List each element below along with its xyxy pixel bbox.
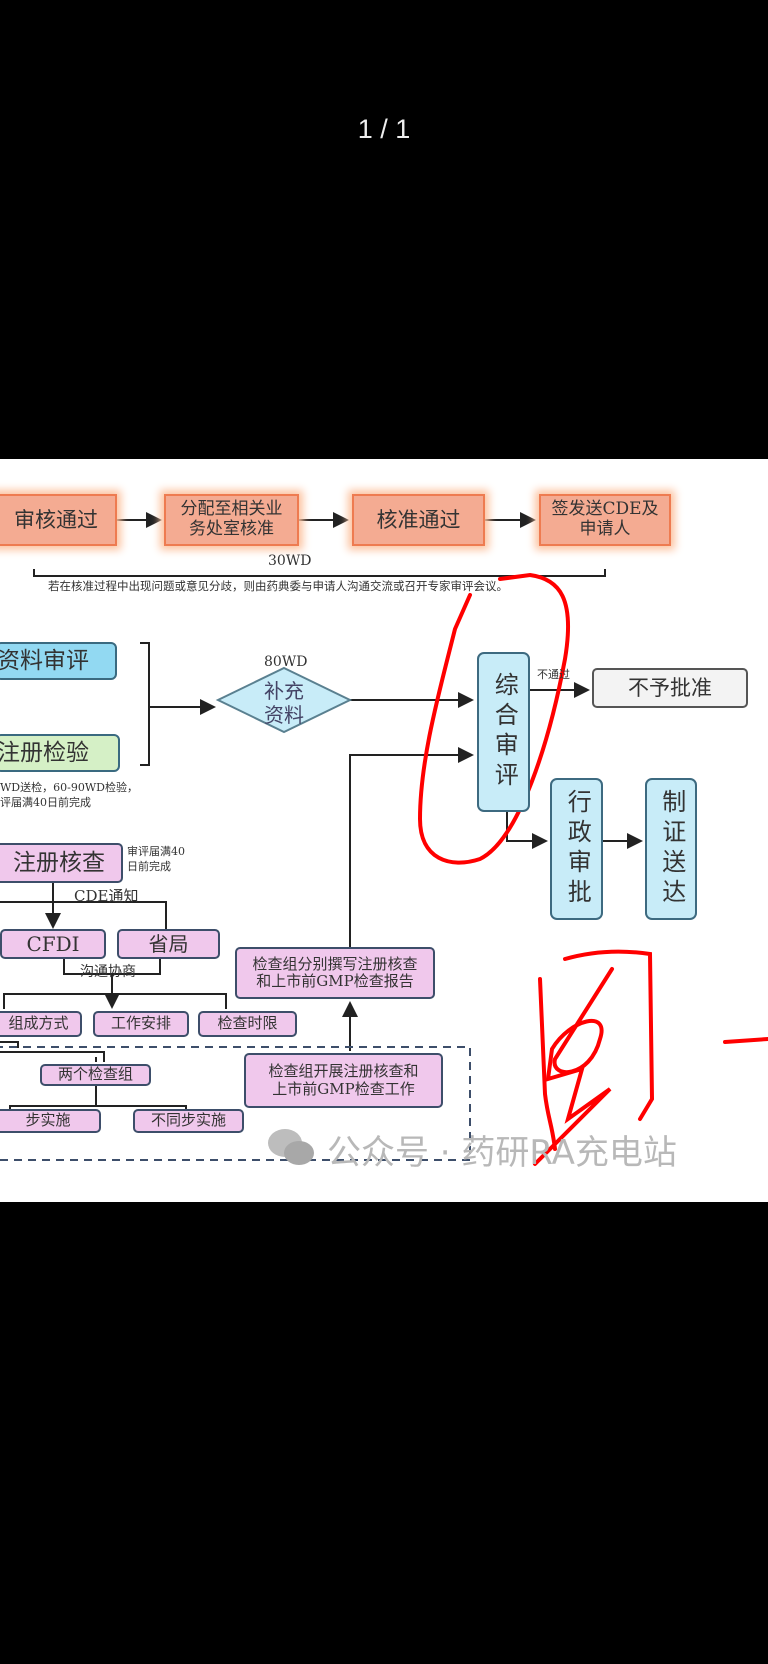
- review-passed-box: 审核通过: [0, 494, 117, 546]
- flowchart-image[interactable]: 审核通过 分配至相关业 务处室核准 核准通过 签发送CDE及 申请人 30WD …: [0, 459, 768, 1202]
- not-approved-box: 不予批准: [592, 668, 748, 708]
- province-box: 省局: [117, 929, 220, 959]
- sync-box: 步实施: [0, 1109, 101, 1133]
- data-review-box: 资料审评: [0, 642, 117, 680]
- cfdi-box: CFDI: [0, 929, 106, 959]
- inspection-note-1: 审评届满40: [127, 845, 185, 858]
- admin-approval-box: 行政审批: [550, 778, 603, 920]
- registration-inspection-box: 注册核查: [0, 843, 123, 883]
- two-groups-box: 两个检查组: [40, 1064, 151, 1086]
- fail-label: 不通过: [537, 668, 570, 681]
- inspection-note-2: 日前完成: [127, 860, 171, 873]
- supplement-label: 补充资料: [264, 679, 304, 727]
- negotiation-label: 沟通协商: [80, 964, 136, 980]
- duration-80wd: 80WD: [264, 654, 308, 670]
- registration-test-box: 注册检验: [0, 734, 120, 772]
- composition-box: 组成方式: [0, 1011, 82, 1037]
- watermark: 公众号 · 药研RA充电站: [327, 1133, 677, 1173]
- duration-30wd: 30WD: [268, 553, 312, 569]
- wechat-icon: [268, 1129, 314, 1165]
- comprehensive-review-box: 综合审评: [477, 652, 530, 812]
- inspection-report-box: 检查组分别撰写注册核查 和上市前GMP检查报告: [235, 947, 435, 999]
- work-arrangement-box: 工作安排: [93, 1011, 189, 1037]
- approval-note: 若在核准过程中出现问题或意见分歧，则由药典委与申请人沟通交流或召开专家审评会议。: [48, 579, 508, 593]
- conduct-inspection-box: 检查组开展注册核查和 上市前GMP检查工作: [244, 1053, 443, 1108]
- certificate-delivery-box: 制证送达: [645, 778, 697, 920]
- issue-to-cde-box: 签发送CDE及 申请人: [539, 494, 671, 546]
- assign-division-box: 分配至相关业 务处室核准: [164, 494, 299, 546]
- async-box: 不同步实施: [133, 1109, 244, 1133]
- page-counter: 1 / 1: [357, 114, 411, 144]
- supplement-diamond: [215, 666, 353, 734]
- connector-lines: [0, 512, 768, 1166]
- test-note-1: WD送检，60-90WD检验，: [0, 781, 138, 794]
- red-annotation: [417, 572, 768, 1166]
- approval-passed-box: 核准通过: [352, 494, 485, 546]
- cde-notice-label: CDE通知: [74, 887, 139, 905]
- time-limit-box: 检查时限: [198, 1011, 297, 1037]
- test-note-2: 评届满40日前完成: [0, 796, 91, 809]
